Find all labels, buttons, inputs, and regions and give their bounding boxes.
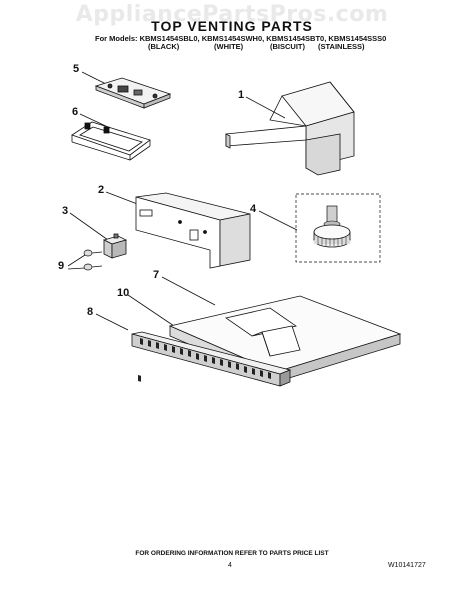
part-4-blower-motor <box>295 193 381 263</box>
leader-10 <box>127 294 181 331</box>
color-biscuit: (BISCUIT) <box>270 42 305 51</box>
part-2-mounting-plate <box>135 192 251 269</box>
leader-4 <box>258 210 298 231</box>
callout-8: 8 <box>87 306 94 318</box>
color-white: (WHITE) <box>214 42 244 51</box>
leader-8 <box>95 313 129 331</box>
ordering-footer: FOR ORDERING INFORMATION REFER TO PARTS … <box>135 550 329 557</box>
part-9-screws <box>83 249 103 271</box>
part-10-vent-grille <box>131 331 292 387</box>
part-3-relay <box>102 233 128 259</box>
models-line: For Models: KBMS1454SBL0, KBMS1454SWH0, … <box>95 34 387 43</box>
leader-2 <box>105 191 141 206</box>
leader-9a <box>67 254 86 267</box>
part-1-vent-housing <box>225 81 355 176</box>
watermark: AppliancePartsPros.com <box>75 2 389 27</box>
callout-7: 7 <box>153 269 160 281</box>
callout-5: 5 <box>73 63 80 75</box>
leader-3 <box>69 212 109 241</box>
page-number: 4 <box>228 562 232 569</box>
callout-2: 2 <box>98 184 105 196</box>
leader-7 <box>161 276 216 306</box>
callout-3: 3 <box>62 205 69 217</box>
part-5-control-board <box>94 77 172 109</box>
part-6-bracket <box>71 121 151 161</box>
callout-9: 9 <box>58 260 65 272</box>
callout-10: 10 <box>117 287 130 299</box>
leader-1 <box>245 96 286 119</box>
color-stainless: (STAINLESS) <box>318 42 365 51</box>
leader-9b <box>67 267 86 270</box>
color-black: (BLACK) <box>148 42 180 51</box>
callout-4: 4 <box>250 203 257 215</box>
callout-1: 1 <box>238 89 245 101</box>
page-title: TOP VENTING PARTS <box>151 18 313 34</box>
document-number: W10141727 <box>388 562 426 569</box>
callout-6: 6 <box>72 106 79 118</box>
